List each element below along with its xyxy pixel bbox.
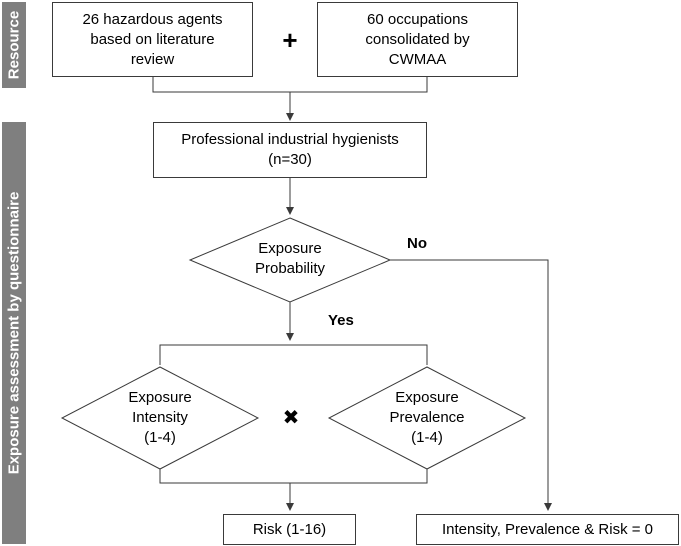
- sidebar-resource-label: Resource: [2, 2, 26, 88]
- no-label: No: [407, 235, 427, 252]
- connector-merge: [159, 469, 428, 484]
- connector-split: [159, 344, 428, 365]
- connector-resource-merge: [152, 77, 428, 93]
- intensity-text: Exposure Intensity (1-4): [128, 389, 192, 446]
- sidebar-assessment-label: Exposure assessment by questionnaire: [2, 122, 26, 544]
- zero-result-box: Intensity, Prevalence & Risk = 0: [416, 514, 679, 545]
- agents-box: 26 hazardous agents based on literature …: [52, 2, 253, 77]
- prevalence-text: Exposure Prevalence (1-4): [389, 389, 465, 446]
- plus-icon: +: [282, 25, 298, 55]
- connector-no-branch: [390, 259, 552, 511]
- occupations-box: 60 occupations consolidated by CWMAA: [317, 2, 518, 77]
- yes-label: Yes: [328, 312, 354, 329]
- hygienists-box: Professional industrial hygienists (n=30…: [153, 122, 427, 178]
- multiply-icon: ✖: [282, 407, 300, 429]
- risk-box: Risk (1-16): [223, 514, 356, 545]
- probability-text: Exposure Probability: [254, 240, 326, 277]
